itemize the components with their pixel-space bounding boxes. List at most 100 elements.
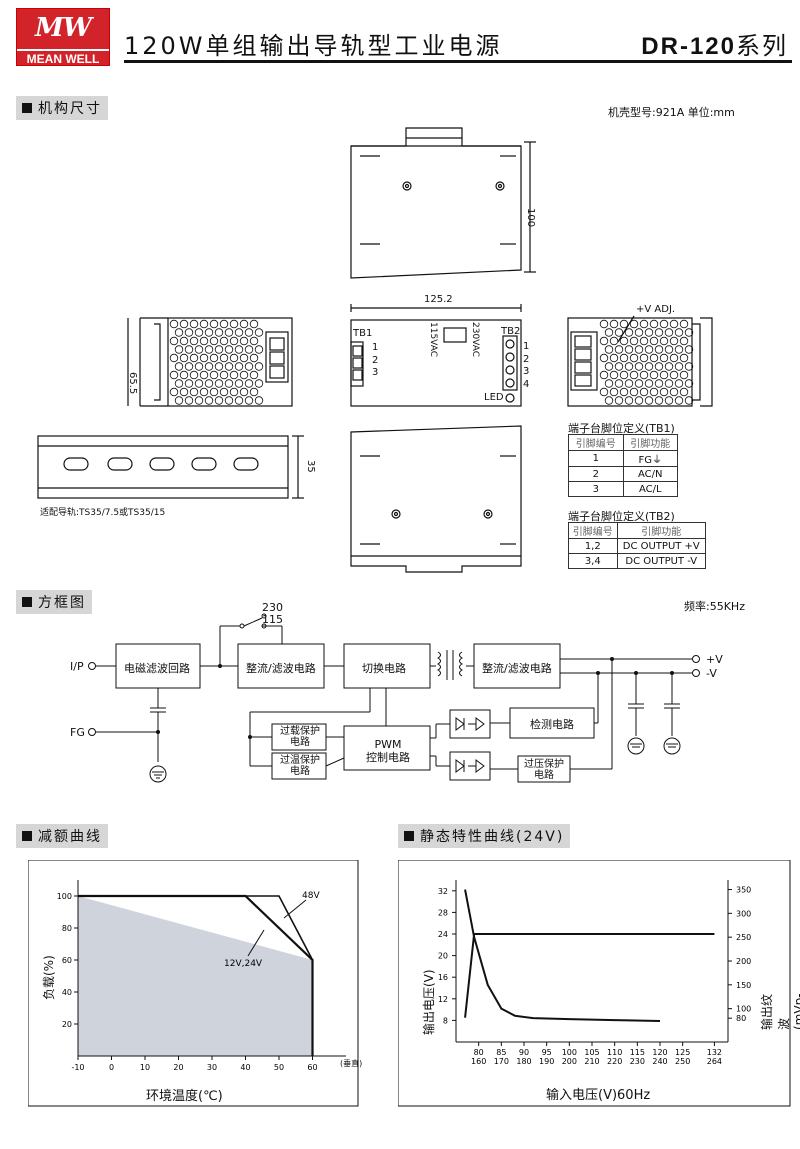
- vent-hole: [209, 370, 219, 380]
- vent-hole: [659, 387, 669, 397]
- vent-hole: [629, 387, 639, 397]
- vent-hole: [189, 370, 199, 380]
- vent-hole: [679, 319, 689, 329]
- vent-hole: [649, 336, 659, 346]
- vent-hole: [229, 387, 239, 397]
- vent-hole: [244, 396, 254, 405]
- derating-label-12v24v: 12V,24V: [224, 959, 263, 969]
- vent-hole: [639, 319, 649, 329]
- vent-hole: [179, 387, 189, 397]
- derating-x-tick-label: 50: [274, 1063, 284, 1072]
- pin-func: DC OUTPUT +V: [616, 538, 707, 554]
- tb1-label: TB1: [353, 328, 373, 339]
- logo-brand: MEAN WELL: [17, 49, 109, 66]
- pin-func: AC/L: [622, 481, 678, 497]
- static-x-tick-bottom: 220: [607, 1057, 622, 1066]
- vent-hole: [634, 379, 644, 388]
- vent-hole: [604, 328, 614, 337]
- olp-line1: 过载保护: [280, 726, 320, 737]
- vent-hole: [614, 328, 624, 337]
- vent-hole: [214, 379, 224, 388]
- vent-hole: [234, 328, 244, 337]
- vent-hole: [249, 353, 259, 363]
- static-y-right-tick-label: 150: [736, 981, 751, 990]
- derating-label-48v: 48V: [302, 891, 320, 901]
- static-ylabel-right: 输出纹波(mVp-p): [760, 993, 800, 1030]
- vent-hole: [239, 387, 249, 397]
- derating-y-tick-label: 40: [62, 988, 72, 997]
- vent-hole: [664, 345, 674, 354]
- vent-hole: [619, 370, 629, 380]
- header-rule: [124, 60, 792, 63]
- pwm-line2: 控制电路: [366, 751, 410, 764]
- vent-hole: [614, 379, 624, 388]
- vent-hole: [609, 336, 619, 346]
- block-sw230: 230: [262, 601, 283, 614]
- derating-xunit: (垂直): [340, 1059, 363, 1068]
- pin-func: FG⏚: [622, 450, 678, 467]
- page-title: 120W单组输出导轨型工业电源: [124, 32, 503, 60]
- vent-hole: [684, 379, 694, 388]
- vent-hole: [214, 328, 224, 337]
- static-x-tick-top: 100: [562, 1048, 577, 1057]
- static-x-tick-top: 80: [474, 1048, 484, 1057]
- vent-hole: [244, 379, 254, 388]
- static-x-tick-bottom: 210: [584, 1057, 599, 1066]
- pin-func: AC/N: [622, 466, 678, 482]
- vent-hole: [669, 336, 679, 346]
- static-x-tick-top: 95: [542, 1048, 552, 1057]
- static-y-right-tick-label: 250: [736, 933, 751, 942]
- vent-hole: [639, 353, 649, 363]
- vent-hole: [229, 336, 239, 346]
- vent-hole: [204, 345, 214, 354]
- mean-well-logo: MW MEAN WELL: [16, 8, 110, 66]
- vent-hole: [254, 345, 264, 354]
- vent-hole: [214, 396, 224, 405]
- tb1-pin: 2: [372, 354, 379, 366]
- derating-x-tick-label: 0: [109, 1063, 114, 1072]
- static-x-tick-top: 132: [707, 1048, 722, 1057]
- vent-hole: [644, 345, 654, 354]
- section-static: 静态特性曲线(24V): [398, 824, 571, 848]
- vent-hole: [644, 328, 654, 337]
- section-mechanical: 机构尺寸: [16, 96, 108, 120]
- vent-hole: [224, 362, 234, 371]
- tb1-header-pin: 引脚编号: [568, 434, 624, 451]
- vent-hole: [669, 370, 679, 380]
- section-block: 方框图: [16, 590, 92, 614]
- section-derating-title: 减额曲线: [38, 829, 102, 845]
- vent-hole: [209, 353, 219, 363]
- vent-hole: [649, 387, 659, 397]
- vent-hole: [644, 362, 654, 371]
- derating-12v-leader: [247, 929, 265, 957]
- dim-rail: 35: [305, 460, 316, 473]
- vent-hole: [184, 362, 194, 371]
- vent-hole: [604, 396, 614, 405]
- model-title: DR-120系列: [641, 26, 788, 61]
- vent-hole: [214, 345, 224, 354]
- derating-ylabel: 负载(%): [42, 955, 56, 1000]
- vent-hole: [229, 353, 239, 363]
- vent-hole: [249, 370, 259, 380]
- vent-hole: [649, 353, 659, 363]
- vent-hole: [234, 345, 244, 354]
- otp-line2: 电路: [290, 766, 310, 777]
- vent-hole: [184, 379, 194, 388]
- vent-hole: [239, 336, 249, 346]
- vent-hole: [619, 353, 629, 363]
- vent-hole: [219, 370, 229, 380]
- derating-48v-region: [78, 896, 313, 960]
- vent-hole: [684, 345, 694, 354]
- vent-hole: [614, 362, 624, 371]
- static-x-tick-bottom: 160: [471, 1057, 486, 1066]
- vent-hole: [179, 336, 189, 346]
- vent-hole: [194, 328, 204, 337]
- vent-hole: [624, 328, 634, 337]
- vent-hole: [169, 336, 179, 346]
- static-y-left-tick-label: 16: [438, 973, 448, 982]
- vent-hole: [204, 362, 214, 371]
- vent-hole: [624, 345, 634, 354]
